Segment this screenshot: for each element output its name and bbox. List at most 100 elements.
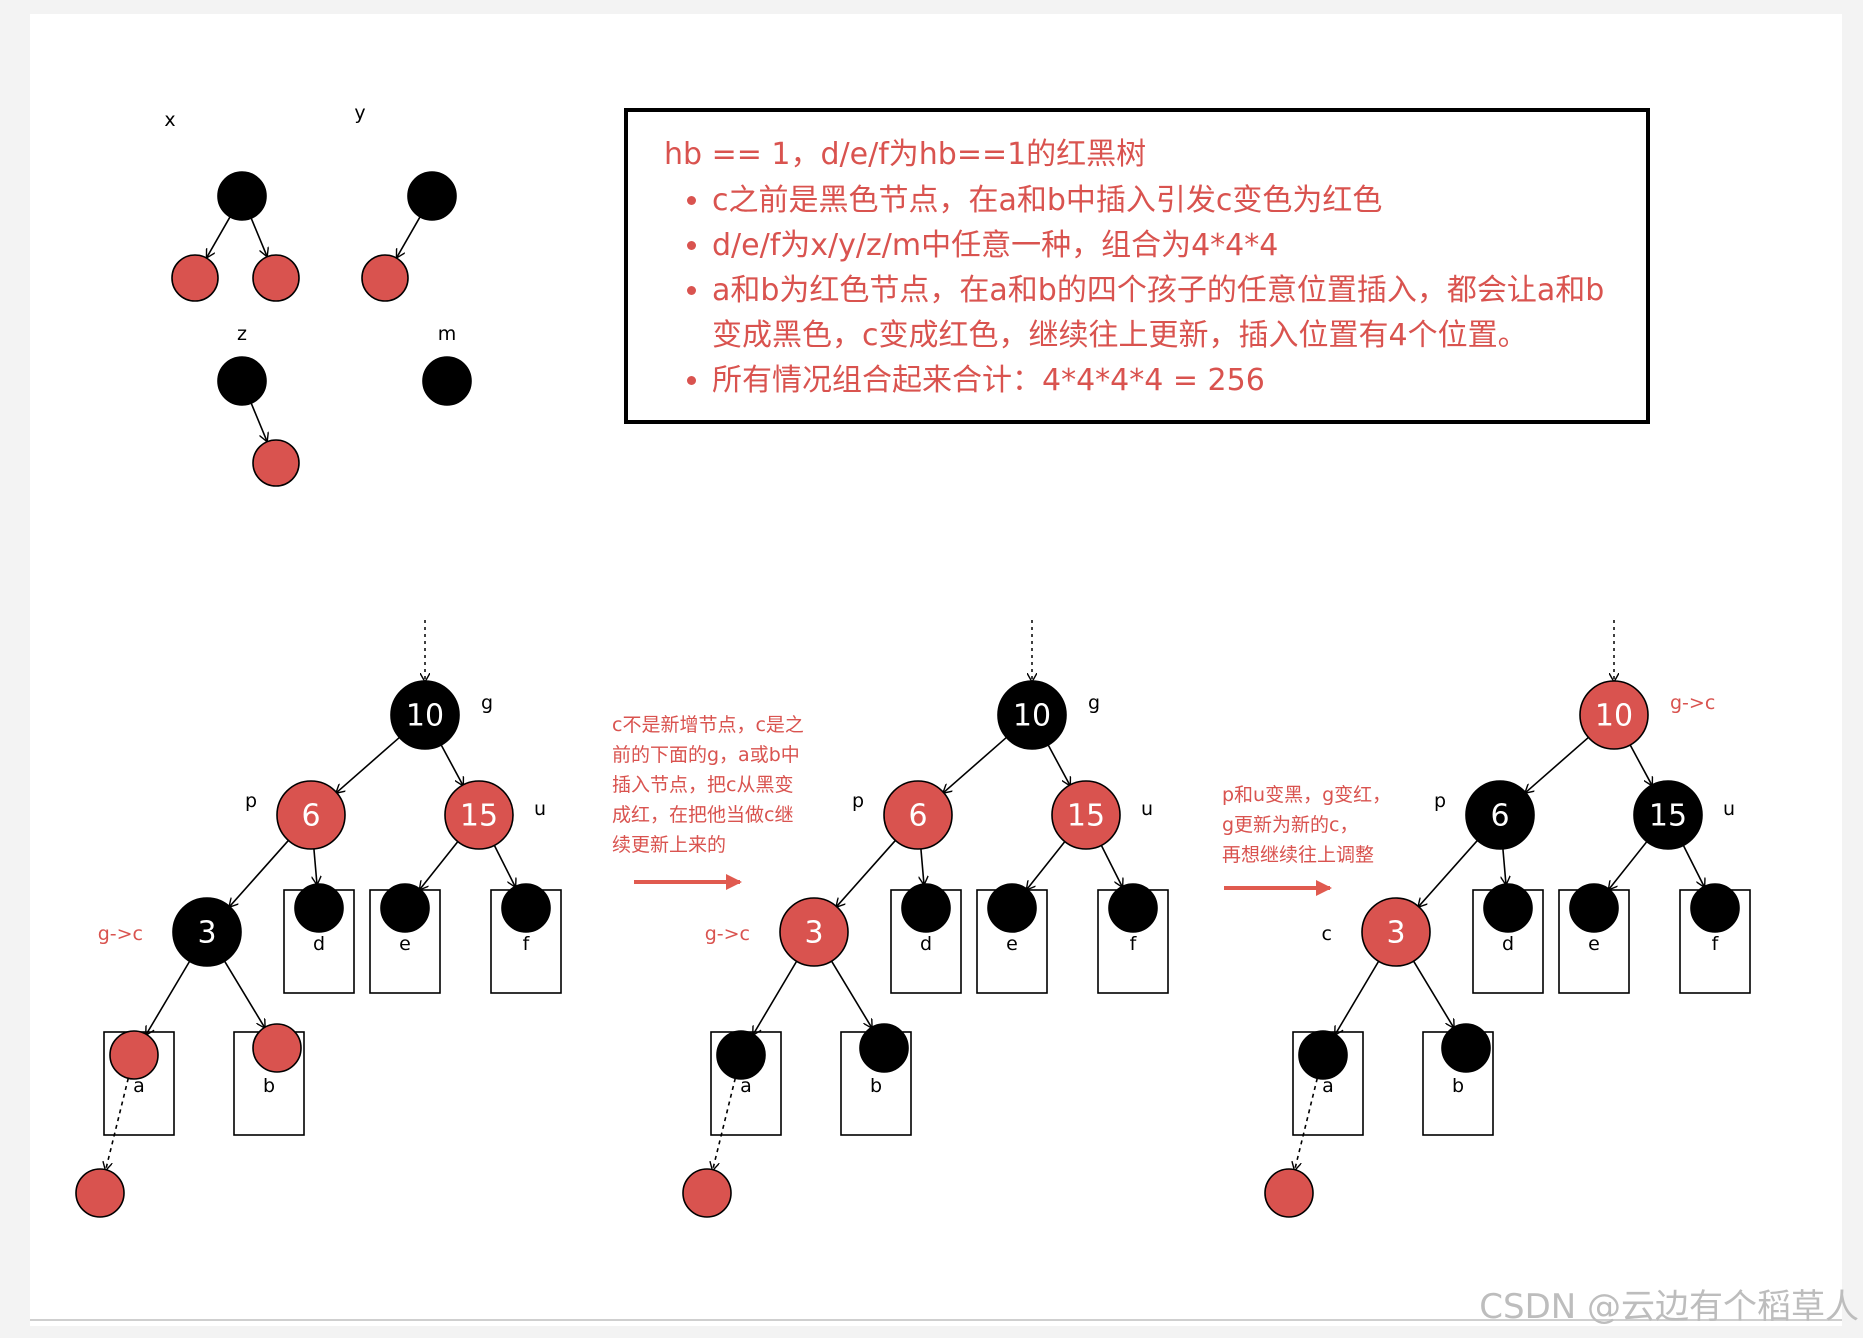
role-label-p: p [245,790,257,812]
node-value: 3 [197,916,216,951]
subtree-label: f [1712,933,1720,955]
info-bullet: c之前是黑色节点，在a和b中插入引发c变色为红色 [712,178,1616,223]
tree-edge [440,744,463,785]
tree-edge [420,833,465,889]
annotation-line: 再想继续往上调整 [1222,844,1375,866]
black-node [501,883,551,933]
red-node [252,439,300,487]
role-label-u: u [534,798,546,820]
red-node [252,1023,302,1073]
node-value: 3 [1386,916,1405,951]
black-node [407,171,457,221]
annotation-line: 插入节点，把c从黑变 [612,774,794,796]
role-label-u: u [1141,798,1153,820]
watermark: CSDN @云边有个稻草人 [1479,1287,1859,1327]
red-node [109,1030,159,1080]
red-node [779,897,849,967]
tree-name-label: x [164,109,175,131]
subtree-label: b [263,1075,275,1097]
black-node [217,171,267,221]
red-node [1051,780,1121,850]
black-node [987,883,1037,933]
subtree-label: b [870,1075,882,1097]
info-box: hb == 1，d/e/f为hb==1的红黑树 c之前是黑色节点，在a和b中插入… [624,108,1650,424]
black-node [901,883,951,933]
black-node [217,356,267,406]
red-node [75,1168,125,1218]
red-node [682,1168,732,1218]
node-value: 6 [301,799,320,834]
tree-edge [146,952,196,1035]
tree-edge [825,952,871,1028]
black-node [1441,1023,1491,1073]
tree-edge [1609,833,1654,889]
subtree-label: d [1502,933,1514,955]
black-node [294,883,344,933]
tree-edge [1407,952,1453,1028]
tree-edge [230,839,290,906]
red-node [1579,680,1649,750]
role-label-g: g [1088,692,1100,714]
black-node [1690,883,1740,933]
tree-name-label: y [354,102,365,124]
tree-edge [1047,744,1070,785]
red-node [1264,1168,1314,1218]
annotation-line: 续更新上来的 [612,834,727,856]
black-node [1633,780,1703,850]
info-bullet: d/e/f为x/y/z/m中任意一种，组合为4*4*4 [712,223,1616,268]
tree-edge [944,736,1007,792]
subtree-label: a [1322,1075,1334,1097]
role-label-p: p [852,790,864,812]
role-label-g: g [481,692,493,714]
tree-edge [337,736,400,792]
red-node [361,254,409,302]
subtree-label: e [1588,933,1600,955]
annotation-step2: p和u变黑，g变红， g更新为新的c， 再想继续往上调整 [1222,780,1391,870]
info-title: hb == 1，d/e/f为hb==1的红黑树 [664,137,1147,172]
black-node [716,1030,766,1080]
tree-name-label: m [438,323,457,345]
black-node [997,680,1067,750]
role-label-c: g->c [705,923,750,945]
role-label-c: c [1322,923,1332,945]
subtree-label: d [313,933,325,955]
node-value: 6 [908,799,927,834]
black-node [1569,883,1619,933]
subtree-label: a [740,1075,752,1097]
subtree-label: f [1130,933,1138,955]
tree-edge [1526,736,1589,792]
black-node [172,897,242,967]
role-label-g: g->c [1670,692,1715,714]
role-label-u: u [1723,798,1735,820]
subtree-label: f [523,933,531,955]
black-node [859,1023,909,1073]
info-list: c之前是黑色节点，在a和b中插入引发c变色为红色 d/e/f为x/y/z/m中任… [664,178,1616,403]
tree-edge [1629,744,1652,785]
black-node [390,680,460,750]
annotation-line: 成红，在把他当做c继 [612,804,794,826]
tree-edge [250,402,267,441]
subtree-label: e [399,933,411,955]
tree-edge [397,216,421,257]
annotation-line: 前的下面的g，a或b中 [612,744,800,766]
annotation-line: p和u变黑，g变红， [1222,784,1392,806]
red-node [276,780,346,850]
black-node [1483,883,1533,933]
red-node [883,780,953,850]
red-node [171,254,219,302]
tree-edge [837,839,897,906]
node-value: 15 [1067,799,1105,834]
node-value: 6 [1490,799,1509,834]
annotation-line: g更新为新的c， [1222,814,1359,836]
tree-name-label: z [237,323,247,345]
tree-edge [753,952,803,1035]
role-label-p: p [1434,790,1446,812]
annotation-step1: c不是新增节点，c是之 前的下面的g，a或b中 插入节点，把c从黑变 成红，在把… [612,710,804,860]
subtree-label: e [1006,933,1018,955]
node-value: 10 [406,699,444,734]
tree-edge [1419,839,1479,906]
annotation-line: c不是新增节点，c是之 [612,714,804,736]
node-value: 10 [1595,699,1633,734]
black-node [1465,780,1535,850]
red-node [1361,897,1431,967]
